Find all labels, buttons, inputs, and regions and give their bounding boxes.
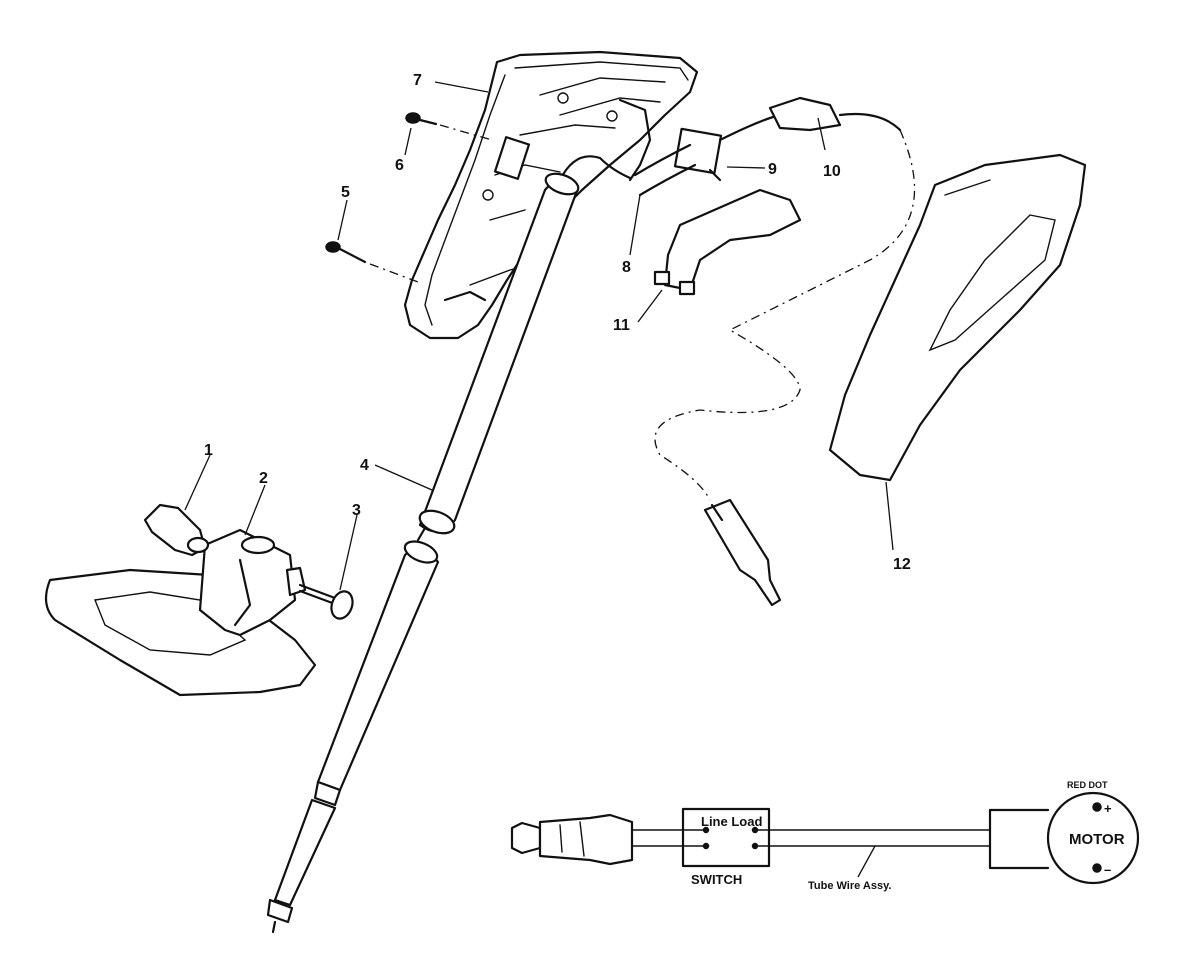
plus-sign: + bbox=[1104, 801, 1112, 816]
cigarette-plug bbox=[703, 498, 782, 607]
part-label-5: 5 bbox=[341, 184, 350, 201]
part-label-3: 3 bbox=[352, 502, 361, 519]
part-label-4: 4 bbox=[360, 457, 369, 474]
power-cord bbox=[654, 96, 916, 501]
part-label-2: 2 bbox=[259, 470, 268, 487]
part-label-10: 10 bbox=[823, 163, 841, 180]
tube-wire-label: Tube Wire Assy. bbox=[808, 880, 891, 892]
part-label-9: 9 bbox=[768, 161, 777, 178]
screw-6 bbox=[405, 112, 493, 141]
lower-tube bbox=[266, 526, 440, 934]
schematic-plug bbox=[510, 813, 634, 866]
red-dot-label: RED DOT bbox=[1067, 780, 1108, 790]
screw-5 bbox=[325, 241, 419, 283]
base-foot bbox=[44, 528, 317, 697]
part-label-11: 11 bbox=[613, 317, 630, 334]
part-label-6: 6 bbox=[395, 157, 404, 174]
red-dot-terminal bbox=[1092, 802, 1102, 812]
motor-label: MOTOR bbox=[1069, 831, 1125, 848]
switch-box bbox=[681, 807, 771, 868]
clamp-bolt bbox=[285, 566, 354, 620]
clamp-knob bbox=[143, 503, 210, 557]
part-callouts: 1 2 3 4 5 6 7 8 9 10 11 12 bbox=[184, 72, 911, 591]
handle-cover bbox=[828, 153, 1087, 482]
switch-bracket bbox=[653, 188, 802, 296]
part-label-8: 8 bbox=[622, 259, 631, 276]
switch-terminals-label: Line Load bbox=[701, 814, 762, 829]
part-label-1: 1 bbox=[204, 442, 213, 459]
minus-sign: – bbox=[1104, 862, 1111, 877]
wiring-schematic: Line Load SWITCH Tube Wire Assy. MOTOR +… bbox=[510, 780, 1140, 892]
upper-tube bbox=[418, 172, 580, 535]
motor-circle bbox=[1046, 791, 1140, 885]
part-label-12: 12 bbox=[893, 556, 911, 573]
part-label-7: 7 bbox=[413, 72, 422, 89]
switch-label: SWITCH bbox=[691, 872, 742, 887]
switch-assembly bbox=[633, 113, 782, 197]
